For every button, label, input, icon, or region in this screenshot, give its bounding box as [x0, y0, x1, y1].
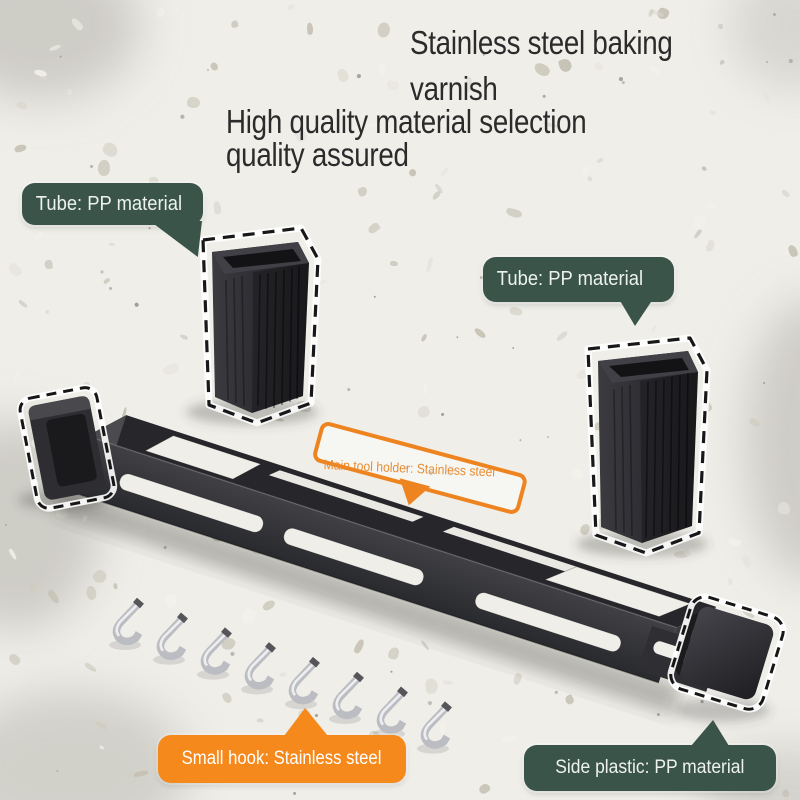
- callout-tube-left-label: Tube: PP material: [35, 192, 183, 215]
- hook: [329, 674, 362, 724]
- end-cap-right-body: [680, 606, 774, 700]
- tube-left-body: [212, 242, 309, 413]
- headline-primary: Stainless steel baking varnish: [410, 20, 673, 112]
- headline-line-1: Stainless steel baking: [410, 24, 673, 61]
- hook: [241, 644, 274, 694]
- callout-side-plastic: Side plastic: PP material: [524, 720, 776, 791]
- callout-tube-right: Tube: PP material: [483, 257, 674, 326]
- end-cap-right-dashed-outline: [669, 595, 785, 711]
- end-cap-left: [16, 384, 118, 512]
- callout-tube-right-label: Tube: PP material: [496, 268, 644, 290]
- hook: [153, 615, 186, 665]
- hook: [197, 630, 230, 680]
- end-cap-right: [667, 593, 787, 713]
- callout-small-hook-label: Small hook: Stainless steel: [182, 748, 382, 769]
- hook: [417, 704, 450, 754]
- callout-side-plastic-label: Side plastic: PP material: [555, 757, 745, 778]
- rack-front-slot: [474, 592, 622, 652]
- rack-front-slot: [283, 527, 425, 586]
- tube-ridges: [613, 372, 689, 539]
- headline-line-4: quality assured: [226, 136, 409, 173]
- tube-left-dashed-outline: [201, 226, 320, 425]
- rack-top-opening: [144, 435, 262, 480]
- rack-top-slot: [268, 470, 424, 522]
- tube-right-opening: [609, 358, 689, 377]
- headline-line-2: varnish: [410, 70, 498, 107]
- callout-tube-left: Tube: PP material: [22, 183, 203, 257]
- tube-right-body: [598, 351, 698, 543]
- tube-left: [199, 224, 322, 427]
- tube-right-dashed-outline: [586, 336, 709, 555]
- rack-front-slot: [119, 473, 264, 533]
- hook: [285, 659, 318, 709]
- end-cap-left-opening: [46, 413, 97, 487]
- hook: [373, 689, 406, 739]
- tube-ridges: [225, 265, 300, 410]
- headline-line-3: High quality material selection: [226, 103, 587, 140]
- hook: [109, 600, 142, 650]
- rack-top-slot: [442, 526, 580, 573]
- headline-secondary: High quality material selection quality …: [226, 103, 587, 173]
- tube-right: [584, 334, 711, 557]
- callout-small-hook: Small hook: Stainless steel: [158, 708, 406, 783]
- tube-left-opening: [223, 249, 301, 268]
